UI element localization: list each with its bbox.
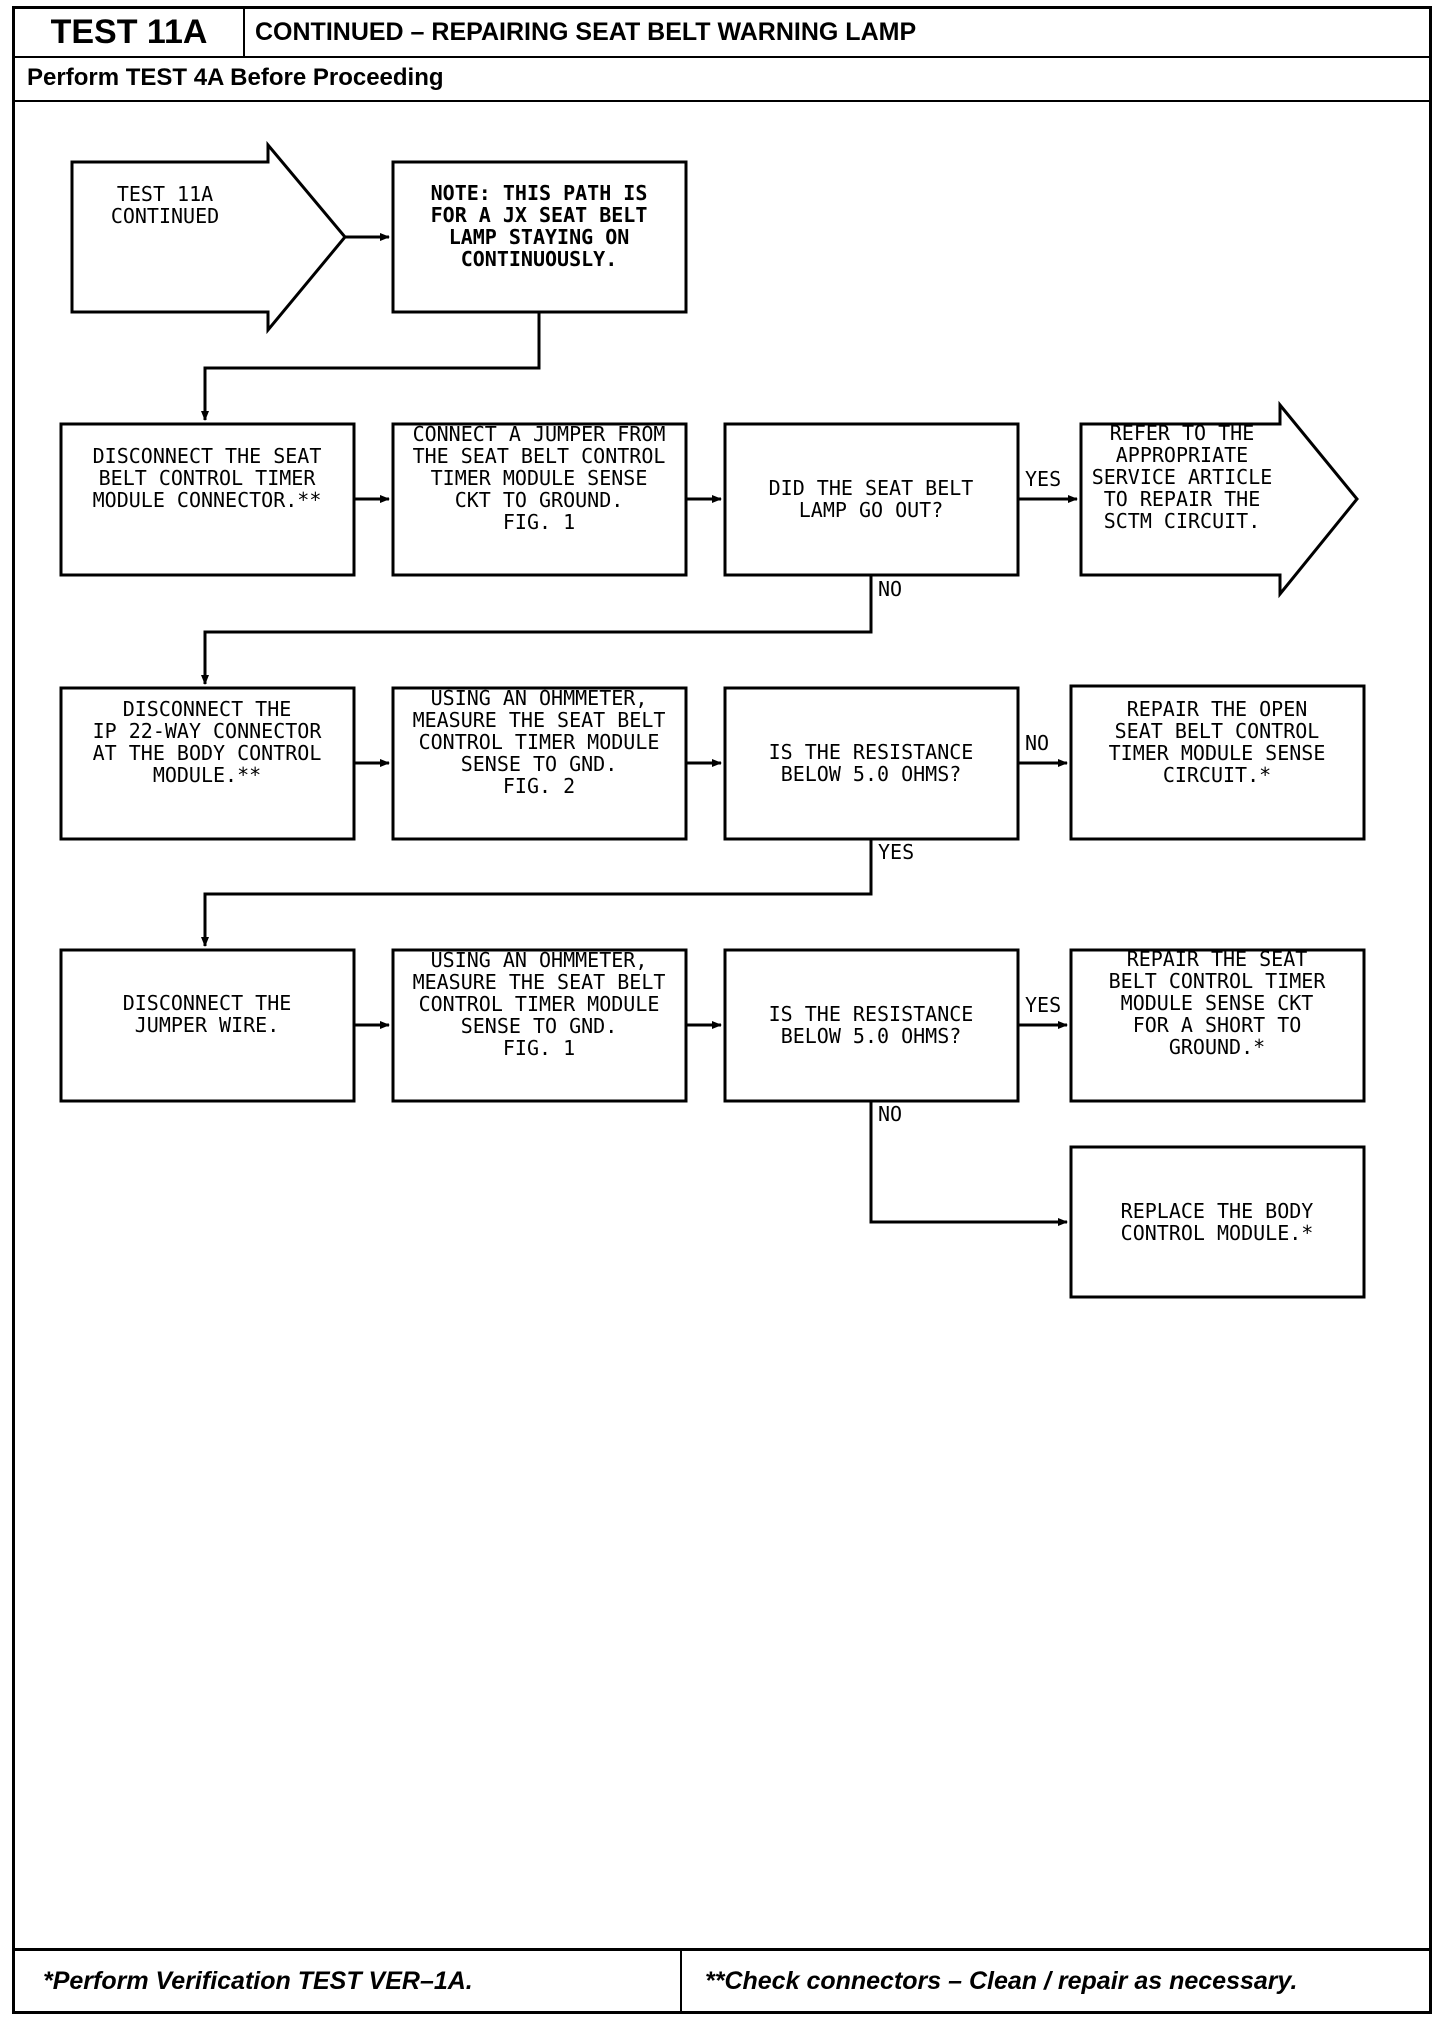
result-replace-bcm-text-line: REPLACE THE BODY xyxy=(1121,1199,1314,1223)
note-text-line: NOTE: THIS PATH IS xyxy=(431,181,648,205)
arrow-r3-no xyxy=(869,1101,1068,1226)
result-refer-service-article-text-line: SCTM CIRCUIT. xyxy=(1104,509,1261,533)
decision-resistance-1-text-line: BELOW 5.0 OHMS? xyxy=(781,762,962,786)
arrow-note-to-row1 xyxy=(201,312,541,421)
label-r2-yes: YES xyxy=(878,840,914,864)
result-repair-open-circuit-text-line: REPAIR THE OPEN xyxy=(1127,697,1308,721)
step-measure-fig2-text-line: FIG. 2 xyxy=(503,774,575,798)
start-label-line: TEST 11A xyxy=(117,182,213,206)
result-replace-bcm-text-line: CONTROL MODULE.* xyxy=(1121,1221,1314,1245)
step-disconnect-ip-connector-text-line: MODULE.** xyxy=(153,763,261,787)
step-disconnect-sctm-connector-text-line: DISCONNECT THE SEAT xyxy=(93,444,322,468)
start-label-line: CONTINUED xyxy=(111,204,219,228)
step-disconnect-ip-connector-text-line: DISCONNECT THE xyxy=(123,697,292,721)
step-connect-jumper-text-line: CONNECT A JUMPER FROM xyxy=(413,422,666,446)
step-disconnect-jumper xyxy=(59,948,356,1103)
step-connect-jumper-text-line: TIMER MODULE SENSE xyxy=(431,466,648,490)
result-refer-service-article-text-line: SERVICE ARTICLE xyxy=(1092,465,1273,489)
result-repair-open-circuit xyxy=(1069,684,1366,841)
result-repair-short-to-ground xyxy=(1069,948,1366,1103)
decision-resistance-2-text-line: BELOW 5.0 OHMS? xyxy=(781,1024,962,1048)
result-repair-short-to-ground-text-line: MODULE SENSE CKT xyxy=(1121,991,1314,1015)
step-measure-fig1-text-line: FIG. 1 xyxy=(503,1036,575,1060)
step-measure-fig1-text-line: SENSE TO GND. xyxy=(461,1014,618,1038)
step-measure-fig2-text-line: MEASURE THE SEAT BELT xyxy=(413,708,666,732)
result-repair-short-to-ground-text-line: FOR A SHORT TO xyxy=(1133,1013,1302,1037)
step-disconnect-sctm-connector xyxy=(59,422,356,577)
label-r1-no: NO xyxy=(878,577,902,601)
result-repair-open-circuit-text-line: CIRCUIT.* xyxy=(1163,763,1271,787)
decision-resistance-1 xyxy=(723,686,1020,841)
footer-divider xyxy=(680,1951,682,2011)
step-measure-fig2-text-line: USING AN OHMMETER, xyxy=(431,686,648,710)
step-disconnect-sctm-connector-text-line: MODULE CONNECTOR.** xyxy=(93,488,322,512)
page-subtitle: Perform TEST 4A Before Proceeding xyxy=(15,56,1429,102)
result-repair-short-to-ground-text-line: GROUND.* xyxy=(1169,1035,1265,1059)
decision-lamp-go-out-text-line: DID THE SEAT BELT xyxy=(769,476,974,500)
footer: *Perform Verification TEST VER–1A. **Che… xyxy=(15,1948,1429,2011)
step-disconnect-ip-connector-text-line: IP 22-WAY CONNECTOR xyxy=(93,719,323,743)
arrow-r1-no xyxy=(201,575,873,685)
step-measure-fig1-text: USING AN OHMMETER,MEASURE THE SEAT BELTC… xyxy=(413,948,666,1060)
result-refer-service-article-text-line: APPROPRIATE xyxy=(1116,443,1248,467)
note-text-line: CONTINUOUSLY. xyxy=(461,247,618,271)
result-repair-open-circuit-text-line: TIMER MODULE SENSE xyxy=(1109,741,1326,765)
label-r1-yes: YES xyxy=(1025,467,1061,491)
label-r3-yes: YES xyxy=(1025,993,1061,1017)
step-connect-jumper-text-line: CKT TO GROUND. xyxy=(455,488,624,512)
step-connect-jumper xyxy=(391,422,688,577)
step-connect-jumper-text-line: FIG. 1 xyxy=(503,510,575,534)
step-disconnect-sctm-connector-text-line: BELT CONTROL TIMER xyxy=(99,466,317,490)
step-measure-fig1-text-line: MEASURE THE SEAT BELT xyxy=(413,970,666,994)
arrow-r2-yes xyxy=(201,839,873,947)
step-disconnect-ip-connector xyxy=(59,686,356,841)
result-replace-bcm xyxy=(1069,1145,1366,1299)
test-id: TEST 11A xyxy=(15,9,245,56)
step-measure-fig2-text-line: CONTROL TIMER MODULE xyxy=(419,730,660,754)
start-arrow-shape xyxy=(70,140,347,335)
step-disconnect-jumper-text-line: JUMPER WIRE. xyxy=(135,1013,280,1037)
result-repair-short-to-ground-text-line: BELT CONTROL TIMER xyxy=(1109,969,1327,993)
step-measure-fig1-text-line: CONTROL TIMER MODULE xyxy=(419,992,660,1016)
page-title: CONTINUED – REPAIRING SEAT BELT WARNING … xyxy=(255,18,917,46)
result-refer-service-article-shape xyxy=(1079,400,1359,599)
step-measure-fig1 xyxy=(391,948,688,1103)
step-connect-jumper-text-line: THE SEAT BELT CONTROL xyxy=(413,444,666,468)
header-row: TEST 11A CONTINUED – REPAIRING SEAT BELT… xyxy=(15,9,1429,58)
decision-resistance-1-text-line: IS THE RESISTANCE xyxy=(769,740,974,764)
step-disconnect-ip-connector-text-line: AT THE BODY CONTROL xyxy=(93,741,322,765)
result-refer-service-article-text-line: REFER TO THE xyxy=(1110,421,1255,445)
label-r3-no: NO xyxy=(878,1102,902,1126)
step-measure-fig2-text-line: SENSE TO GND. xyxy=(461,752,618,776)
footer-note-connectors: **Check connectors – Clean / repair as n… xyxy=(705,1966,1298,1995)
note-text-line: FOR A JX SEAT BELT xyxy=(431,203,648,227)
result-repair-short-to-ground-text-line: REPAIR THE SEAT xyxy=(1127,947,1308,971)
result-refer-service-article-text-line: TO REPAIR THE xyxy=(1104,487,1261,511)
decision-resistance-2-text-line: IS THE RESISTANCE xyxy=(769,1002,974,1026)
step-measure-fig2-text: USING AN OHMMETER,MEASURE THE SEAT BELTC… xyxy=(413,686,666,798)
page-frame: TEST 11A CONTINUED – REPAIRING SEAT BELT… xyxy=(12,6,1432,2014)
note-box xyxy=(391,160,688,314)
footer-note-verification: *Perform Verification TEST VER–1A. xyxy=(43,1966,473,1995)
step-disconnect-jumper-text-line: DISCONNECT THE xyxy=(123,991,292,1015)
label-r2-no: NO xyxy=(1025,731,1049,755)
step-measure-fig1-text-line: USING AN OHMMETER, xyxy=(431,948,648,972)
decision-lamp-go-out-text-line: LAMP GO OUT? xyxy=(799,498,944,522)
result-repair-open-circuit-text-line: SEAT BELT CONTROL xyxy=(1115,719,1320,743)
note-text-line: LAMP STAYING ON xyxy=(449,225,630,249)
